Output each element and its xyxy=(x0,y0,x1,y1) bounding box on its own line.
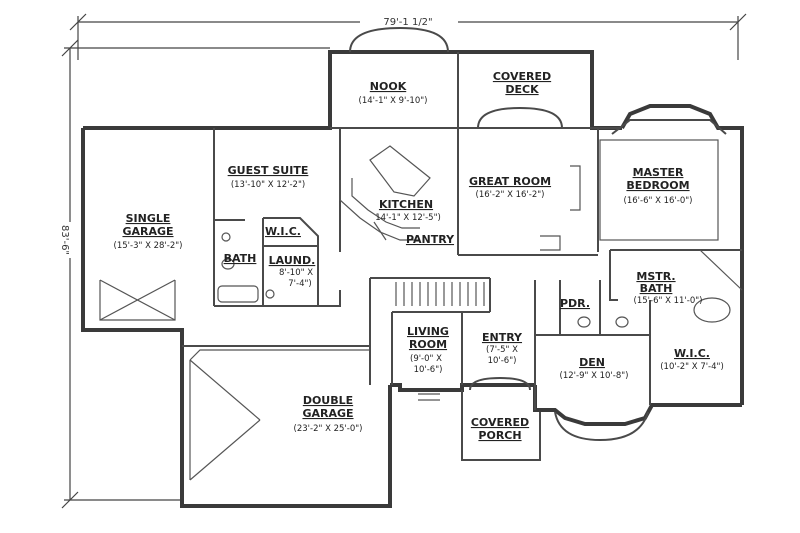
exterior-walls xyxy=(81,50,744,508)
double-garage-label-2: GARAGE xyxy=(302,407,353,420)
covered-porch-label-2: PORCH xyxy=(478,429,521,442)
bay-windows xyxy=(349,26,727,442)
covered-deck-label-1: COVERED xyxy=(493,70,551,83)
guest-suite-size: (13'-10" X 12'-2") xyxy=(231,180,305,190)
master-bath-label-2: BATH xyxy=(640,282,673,295)
powder-room-label: PDR. xyxy=(560,297,590,310)
dimension-lines xyxy=(61,12,747,509)
staircase xyxy=(395,282,485,306)
living-room-label-2: ROOM xyxy=(409,338,447,351)
master-bedroom-size: (16'-6" X 16'-0") xyxy=(624,196,693,206)
single-garage-size: (15'-3" X 28'-2") xyxy=(114,241,183,251)
great-room-fixtures xyxy=(540,139,719,251)
living-room-size-1: (9'-0" X xyxy=(410,354,442,364)
kitchen-label: KITCHEN xyxy=(379,198,433,211)
single-garage-label-2: GARAGE xyxy=(122,225,173,238)
living-room-size-2: 10'-6") xyxy=(414,365,443,375)
den-size: (12'-9" X 10'-8") xyxy=(560,371,629,381)
nook-size: (14'-1" X 9'-10") xyxy=(359,96,428,106)
guest-wic-label: W.I.C. xyxy=(265,225,301,238)
guest-suite-label: GUEST SUITE xyxy=(228,164,309,177)
garage-fixtures xyxy=(99,279,370,481)
kitchen-size: 14'-1" X 12'-5") xyxy=(375,213,441,223)
great-room-size: (16'-2" X 16'-2") xyxy=(476,190,545,200)
overall-width-dimension: 79'-1 1/2" xyxy=(383,17,432,28)
entry-size-2: 10'-6") xyxy=(488,356,517,366)
double-garage-size: (23'-2" X 25'-0") xyxy=(294,424,363,434)
master-wic-size: (10'-2" X 7'-4") xyxy=(660,362,724,372)
double-garage-label-1: DOUBLE xyxy=(303,394,353,407)
great-room-label: GREAT ROOM xyxy=(469,175,551,188)
master-bedroom-label-1: MASTER xyxy=(633,166,684,179)
master-wic-label: W.I.C. xyxy=(674,347,710,360)
master-bedroom-label-2: BEDROOM xyxy=(626,179,689,192)
interior-walls xyxy=(182,52,742,410)
laundry-size-1: 8'-10" X xyxy=(279,268,313,278)
entry-label: ENTRY xyxy=(482,331,523,344)
living-room-label-1: LIVING xyxy=(407,325,449,338)
single-garage-label-1: SINGLE xyxy=(126,212,171,225)
porch xyxy=(418,376,541,461)
den-label: DEN xyxy=(579,356,605,369)
laundry-label: LAUND. xyxy=(269,254,316,267)
covered-deck-label-2: DECK xyxy=(505,83,539,96)
laundry-size-2: 7'-4") xyxy=(288,279,311,289)
overall-depth-dimension: 83'-6" xyxy=(59,225,70,255)
pantry-label: PANTRY xyxy=(406,233,455,246)
master-bath-label-1: MSTR. xyxy=(636,270,675,283)
master-bath-size: (15'-6" X 11'-0") xyxy=(634,296,703,306)
entry-size-1: (7'-5" X xyxy=(486,345,518,355)
covered-porch-label-1: COVERED xyxy=(471,416,529,429)
bath-label: BATH xyxy=(224,252,257,265)
nook-label: NOOK xyxy=(370,80,407,93)
bath-fixtures xyxy=(217,232,743,328)
kitchen-counters xyxy=(339,145,431,241)
